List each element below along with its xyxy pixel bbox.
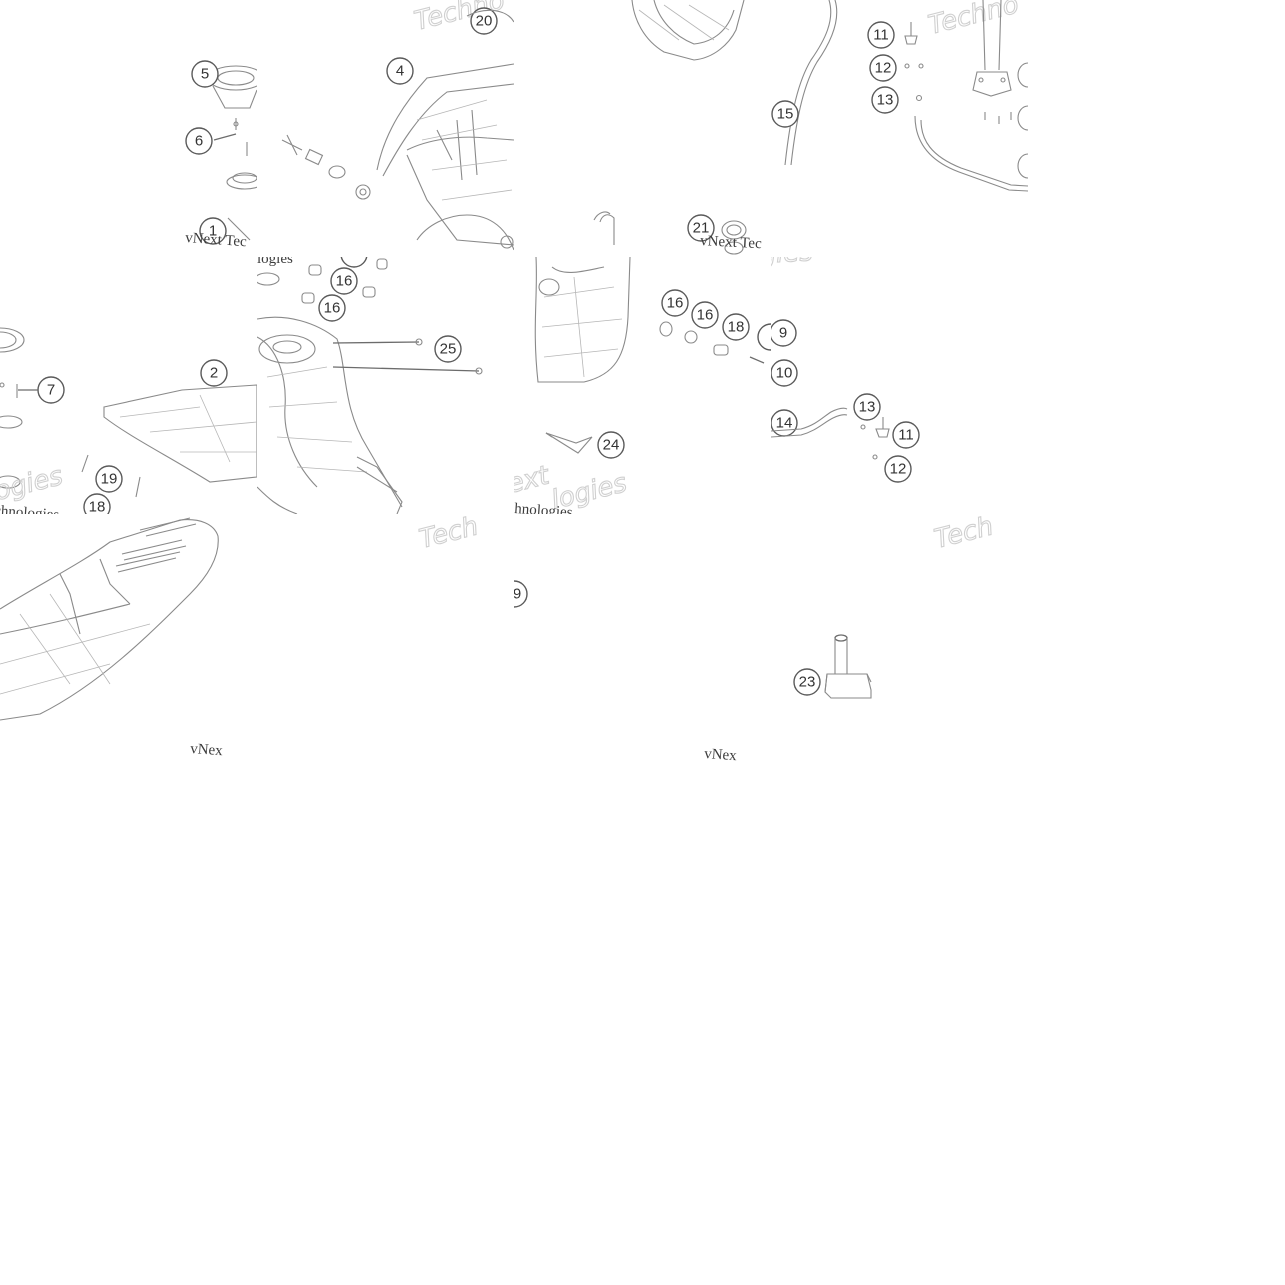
callout-12-b: 12	[884, 455, 912, 483]
callout-23: 23	[793, 668, 821, 696]
callout-14: 14	[771, 409, 798, 437]
svg-text:16: 16	[336, 273, 353, 290]
callout-18-b: 18	[722, 313, 750, 341]
watermark-ologies-2: ologies	[771, 257, 814, 272]
watermark-technologies-text: chnologies	[0, 503, 60, 514]
watermark-hnologies: hnologies	[514, 501, 573, 514]
svg-text:11: 11	[873, 27, 889, 44]
callout-1: 1	[199, 217, 227, 245]
svg-text:12: 12	[875, 60, 892, 77]
diagram-tile-e: 7 2 19 18 logies	[0, 257, 257, 514]
svg-text:13: 13	[859, 399, 876, 416]
diagram-tile-b: Techno 20 4	[257, 0, 514, 257]
callout-19: 19	[95, 465, 123, 493]
svg-text:11: 11	[898, 427, 914, 444]
svg-text:1: 1	[209, 223, 217, 240]
watermark-tech-2: Tech	[931, 514, 996, 555]
svg-text:19: 19	[101, 471, 118, 488]
svg-text:9: 9	[514, 586, 521, 603]
svg-text:16: 16	[697, 307, 714, 324]
diagram-tile-a: 5 6 1 vNext Tec	[0, 0, 257, 257]
callout-20: 20	[470, 7, 498, 35]
callout-16-d: 16	[691, 301, 719, 329]
watermark-technologies-2: Techno	[925, 0, 1021, 41]
callout-16-c: 16	[661, 289, 689, 317]
watermark-tech: Tech	[416, 514, 481, 555]
watermark-vnext: vNext Tec	[185, 230, 248, 250]
callout-4: 4	[386, 57, 414, 85]
watermark-vnext-4: vNex	[704, 746, 738, 764]
svg-text:10: 10	[776, 365, 793, 382]
watermark-logies-2: logies	[257, 257, 293, 267]
watermark-vnext-3: vNex	[190, 741, 224, 759]
svg-text:18: 18	[89, 499, 106, 515]
watermark-logies: logies	[0, 461, 66, 509]
svg-text:25: 25	[440, 341, 457, 358]
callout-18: 18	[83, 493, 111, 515]
svg-text:7: 7	[47, 382, 55, 399]
callout-6: 6	[185, 127, 213, 155]
callout-24: 24	[597, 431, 625, 459]
diagram-tile-d: Techno 15 11 12 13	[771, 0, 1028, 257]
diagram-tile-h: 9 10 13 14 11 12	[771, 257, 1028, 514]
callout-5: 5	[191, 60, 219, 88]
callout-11-b: 11	[892, 421, 920, 449]
svg-text:15: 15	[777, 106, 794, 123]
svg-text:13: 13	[877, 92, 894, 109]
diagram-tile-j: Tech	[257, 514, 514, 771]
svg-text:24: 24	[603, 437, 620, 454]
callout-16-b: 16	[318, 294, 346, 322]
diagram-tile-l: Tech 23	[771, 514, 1028, 771]
callout-2: 2	[200, 359, 228, 387]
callout-9: 9	[771, 319, 797, 347]
svg-text:2: 2	[210, 365, 218, 382]
callout-7: 7	[37, 376, 65, 404]
svg-text:6: 6	[195, 133, 203, 150]
callout-11: 11	[867, 21, 895, 49]
svg-text:20: 20	[476, 13, 493, 30]
svg-text:23: 23	[799, 674, 816, 691]
callout-15: 15	[771, 100, 799, 128]
svg-text:16: 16	[324, 300, 341, 317]
watermark-vnext-2: vNext Tec	[700, 233, 763, 252]
svg-text:5: 5	[201, 66, 209, 83]
callout-10: 10	[771, 359, 798, 387]
svg-text:9: 9	[779, 325, 787, 342]
callout-21: 21	[687, 214, 715, 242]
svg-text:18: 18	[728, 319, 745, 336]
diagram-tile-i: vNex	[0, 514, 257, 771]
callout-25: 25	[434, 335, 462, 363]
diagram-tile-f: logies 16 16	[257, 257, 514, 514]
callout-13-b: 13	[853, 393, 881, 421]
diagram-tile-g: 16 16 18 24 ext logies hno	[514, 257, 771, 514]
callout-12: 12	[869, 54, 897, 82]
callout-19-b: 9	[514, 580, 528, 608]
svg-text:16: 16	[667, 295, 684, 312]
diagram-tile-k: 9 vNex	[514, 514, 771, 771]
watermark-ext: ext	[514, 460, 553, 499]
callout-16-a: 16	[330, 267, 358, 295]
svg-text:12: 12	[890, 461, 907, 478]
svg-text:4: 4	[396, 63, 404, 80]
diagram-tile-c: 21 vNext Tec	[514, 0, 771, 257]
callout-13: 13	[871, 86, 899, 114]
svg-text:14: 14	[776, 415, 793, 432]
svg-text:21: 21	[693, 220, 710, 237]
